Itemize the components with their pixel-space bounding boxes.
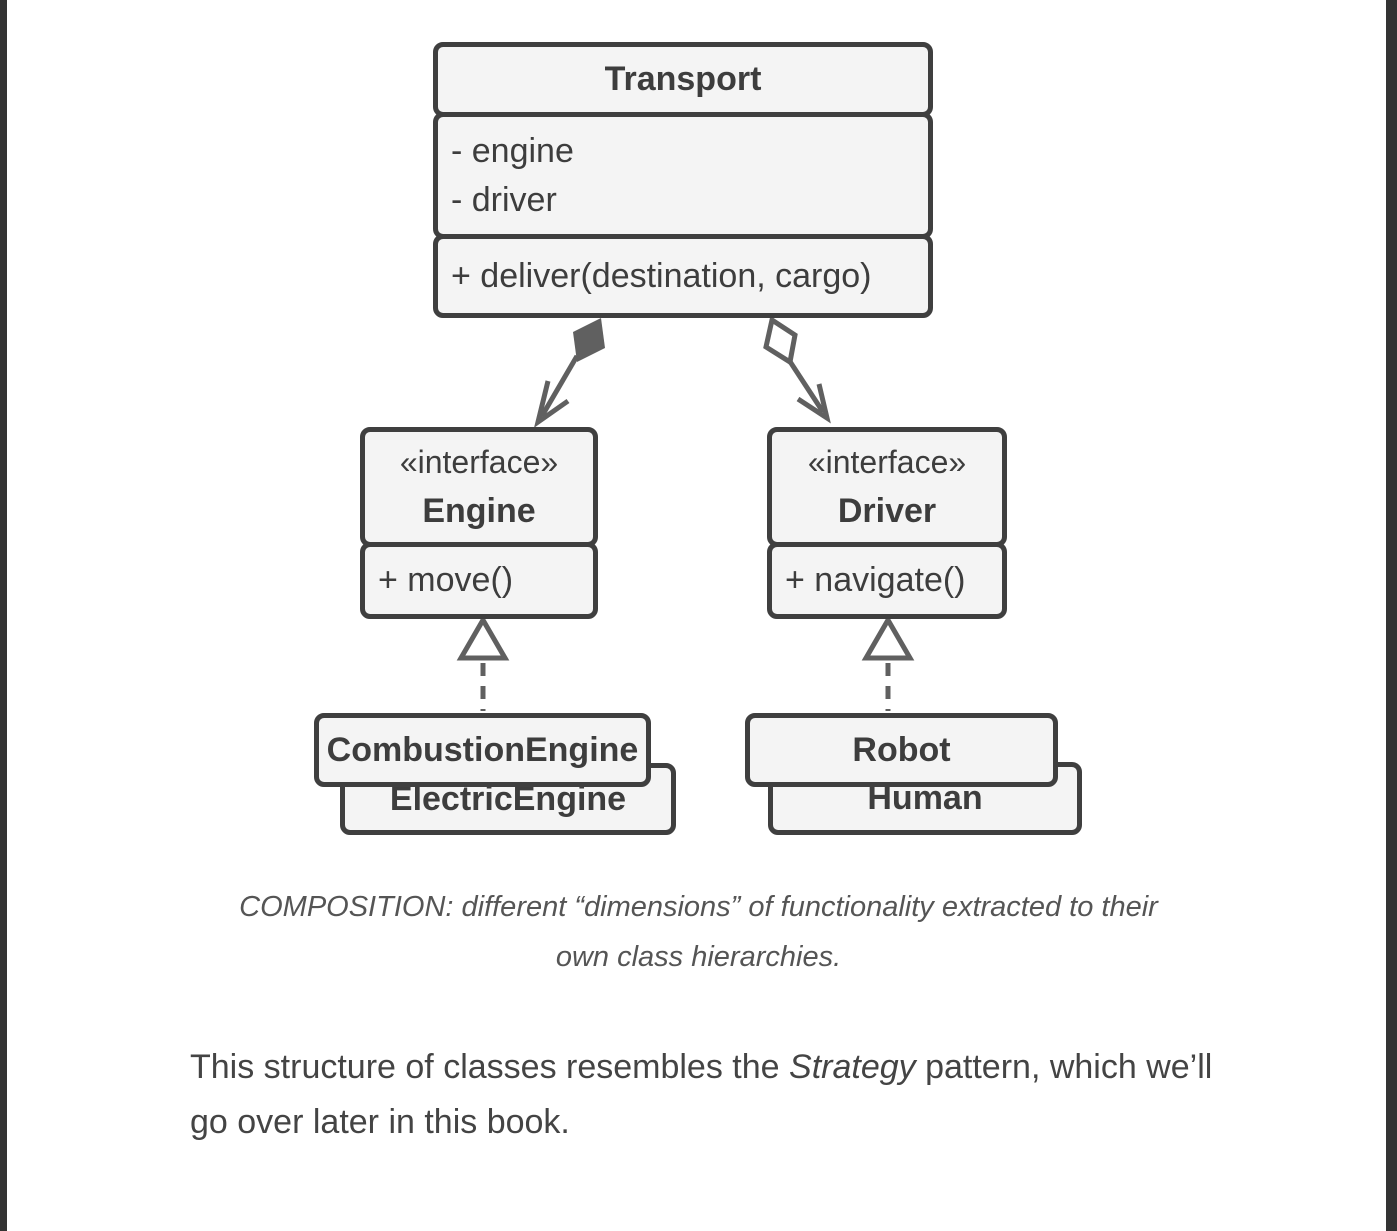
driver-method: + navigate() <box>767 542 1007 619</box>
driver-interface-title: Driver <box>837 492 937 530</box>
right-frame-bar <box>1386 0 1397 1231</box>
left-frame-bar <box>0 0 7 1231</box>
figure-caption: COMPOSITION: different “dimensions” of f… <box>239 891 1158 973</box>
realization-triangle-icon <box>456 615 510 661</box>
realization-connector-engine <box>456 615 510 711</box>
engine-stereotype: «interface» <box>399 444 559 480</box>
aggregation-diamond-icon <box>763 315 798 367</box>
body-text-before: This structure of classes resembles the <box>190 1048 790 1086</box>
composition-connector <box>533 318 605 428</box>
robot-title: Robot <box>745 713 1058 787</box>
driver-interface-box: «interface» Driver + navigate() <box>767 427 1007 619</box>
connector-layer <box>456 315 915 711</box>
realization-connector-driver <box>861 615 915 711</box>
body-paragraph: This structure of classes resembles the … <box>190 1040 1235 1150</box>
attribute-driver: - driver <box>451 180 557 219</box>
driver-interface-header: «interface» Driver <box>767 427 1007 547</box>
aggregation-arrowhead-icon <box>796 383 831 424</box>
composition-line <box>539 354 580 418</box>
engine-method: + move() <box>360 542 598 619</box>
aggregation-line <box>786 358 826 414</box>
composition-diamond-icon <box>573 318 605 362</box>
composition-arrowhead-icon <box>533 380 570 428</box>
transport-class-box: Transport - engine - driver + deliver(de… <box>433 42 933 318</box>
engine-interface-title: Engine <box>422 492 536 530</box>
attribute-engine: - engine <box>451 131 574 170</box>
body-text-after: pattern, which we’ll go over later in th… <box>190 1048 1213 1141</box>
realization-triangle-icon <box>861 615 915 661</box>
engine-interface-box: «interface» Engine + move() <box>360 427 598 619</box>
transport-attributes-compartment: - engine - driver <box>433 112 933 239</box>
uml-class-diagram: Transport - engine - driver + deliver(de… <box>314 42 1082 835</box>
robot-class-box: Robot <box>745 713 1058 787</box>
combustion-engine-class-box: CombustionEngine <box>314 713 651 787</box>
engine-interface-header: «interface» Engine <box>360 427 598 547</box>
transport-method: + deliver(destination, cargo) <box>433 234 933 318</box>
aggregation-connector <box>763 315 831 424</box>
driver-stereotype: «interface» <box>807 444 967 480</box>
body-text-emphasis: Strategy <box>789 1048 916 1086</box>
combustion-engine-title: CombustionEngine <box>314 713 651 787</box>
transport-class-title: Transport <box>433 42 933 117</box>
